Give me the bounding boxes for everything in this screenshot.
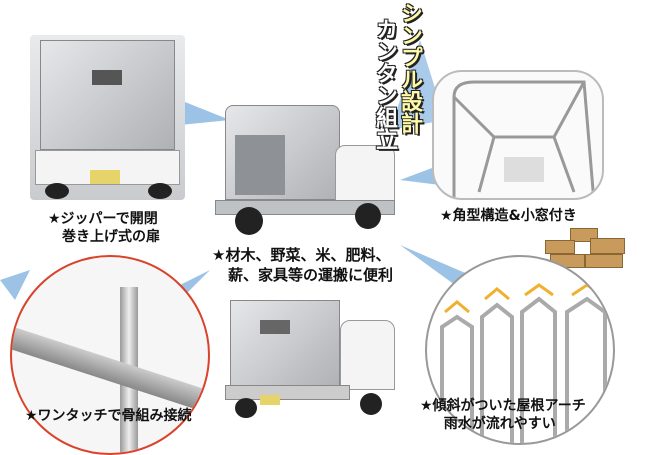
truck-rear-angle-photo xyxy=(220,295,400,420)
feature-roof-caption: ★傾斜がついた屋根アーチ 雨水が流れやすい xyxy=(420,397,586,433)
feature-joint-caption: ★ワンタッチで骨組み接続 xyxy=(25,408,192,424)
headline-line2: カンタン組立 xyxy=(372,18,397,150)
caption-line: ★材木、野菜、米、肥料、 xyxy=(212,246,391,264)
cardboard-boxes-image xyxy=(545,228,627,268)
caption-line: 雨水が流れやすい xyxy=(443,416,556,432)
feature-usage-caption: ★材木、野菜、米、肥料、 薪、家具等の運搬に便利 xyxy=(212,245,393,285)
caption-line: ★傾斜がついた屋根アーチ xyxy=(420,398,586,414)
frame-joint-closeup xyxy=(10,255,210,455)
truck-side-photo xyxy=(195,95,405,240)
caption-line: 薪、家具等の運搬に便利 xyxy=(228,266,394,284)
feature-zipper-caption: ★ジッパーで開閉 巻き上げ式の扉 xyxy=(48,210,160,246)
caption-line: ★ジッパーで開閉 xyxy=(48,211,158,227)
headline-line1: シンプル設計 xyxy=(397,2,422,134)
frame-structure-photo xyxy=(432,70,604,200)
roof-arch-diagram xyxy=(425,255,615,445)
caption-line: 巻き上げ式の扉 xyxy=(62,229,160,245)
truck-rear-photo xyxy=(30,35,185,200)
feature-frame-caption: ★角型構造&小窓付き xyxy=(440,208,577,224)
